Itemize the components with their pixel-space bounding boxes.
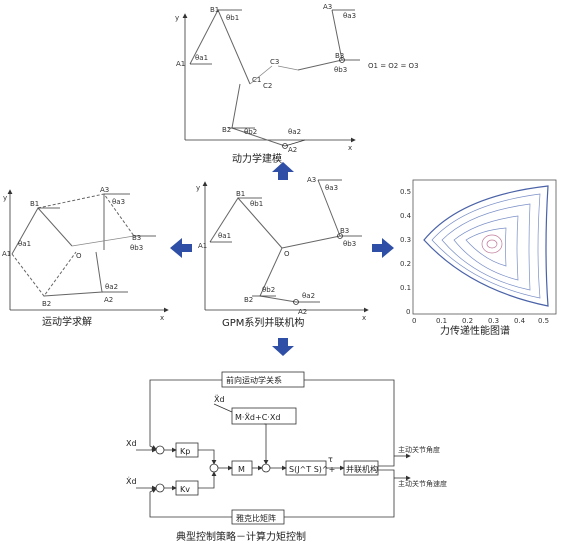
atlas-panel: 0.5 0.4 0.3 0.2 0.1 0 0 0.1 0.2 0.3 0.4 … <box>400 179 557 337</box>
arrow-left-icon <box>170 238 192 258</box>
angle-label-a1: θa1 <box>218 232 231 240</box>
x-tick-label: 0.4 <box>514 317 526 325</box>
arrow-up-icon <box>272 162 294 180</box>
center-label: O <box>76 252 82 260</box>
joint-label-b3: B3 <box>132 234 141 242</box>
joint-label-a3: A3 <box>100 186 109 194</box>
tau-label: τ <box>328 455 333 464</box>
joint-label-a3: A3 <box>323 3 332 11</box>
joint-label-b2: B2 <box>222 126 231 134</box>
sum-junction-icon <box>261 463 271 473</box>
joint-label-a2: A2 <box>298 308 307 316</box>
xd-ddot-label: Ẍd <box>214 394 225 404</box>
joint-label-b3: B3 <box>335 52 344 60</box>
sum-junction-icon <box>155 445 165 455</box>
angle-label-a2: θa2 <box>302 292 315 300</box>
top-panel: y x A1 A2 A3 B1 B2 B3 C1 C2 C3 θa1 θa2 θ… <box>175 3 419 165</box>
y-axis-label: y <box>196 184 200 192</box>
joint-label-c1: C1 <box>252 76 261 84</box>
y-tick-label: 0.1 <box>400 284 411 292</box>
output-velocity-label: 主动关节角速度 <box>398 479 447 488</box>
joint-label-a1: A1 <box>198 242 207 250</box>
contour-lines <box>423 185 549 307</box>
y-tick-label: 0.4 <box>400 212 412 220</box>
angle-label-a3: θa3 <box>325 184 338 192</box>
joint-label-c2: C2 <box>263 82 272 90</box>
caption-atlas: 力传递性能图谱 <box>440 324 510 337</box>
joint-label-a2: A2 <box>104 296 113 304</box>
m-label: M <box>238 465 245 474</box>
caption-mechanism: GPM系列并联机构 <box>222 316 304 329</box>
angle-label-b3: θb3 <box>130 244 143 252</box>
mechanism-panel: y x A1 A2 A3 B1 B2 B3 O θa1 θa2 θa3 θb1 … <box>196 176 369 329</box>
xd-dot-label: Ẋd <box>126 476 137 486</box>
control-labels: 前向运动学关系 M·Ẍd+C·Xd Kp Kv M S(J^T S)^+ 并联机… <box>126 375 447 543</box>
joint-label-b1: B1 <box>210 6 219 14</box>
angle-label-b2: θb2 <box>262 286 275 294</box>
center-label: O <box>284 250 290 258</box>
jacobian-matrix-label: 雅克比矩阵 <box>236 513 276 523</box>
forward-kinematics-label: 前向运动学关系 <box>226 375 282 385</box>
joint-label-a3: A3 <box>307 176 316 184</box>
kp-label: Kp <box>180 447 190 456</box>
x-axis-label: x <box>362 314 366 322</box>
x-axis-label: x <box>348 144 352 152</box>
output-angle-label: 主动关节角度 <box>398 445 440 454</box>
caption-dynamics: 动力学建模 <box>232 152 282 165</box>
joint-label-a2: A2 <box>288 146 297 154</box>
x-tick-label: 0.3 <box>488 317 499 325</box>
joint-label-a1: A1 <box>176 60 185 68</box>
coincidence-equation: O1 = O2 = O3 <box>368 62 419 70</box>
arrow-down-icon <box>272 338 294 356</box>
joint-label-b2: B2 <box>42 300 51 308</box>
dynamics-term-label: M·Ẍd+C·Xd <box>235 412 280 422</box>
joint-label-a1: A1 <box>2 250 11 258</box>
y-tick-label: 0.5 <box>400 188 411 196</box>
left-panel: y x A1 A2 A3 B1 B2 B3 O θa1 θa2 θa3 θb3 … <box>2 186 169 328</box>
angle-label-a2: θa2 <box>288 128 301 136</box>
x-tick-label: 0.2 <box>462 317 473 325</box>
forward-kinematics-block <box>221 371 305 388</box>
angle-label-a1: θa1 <box>18 240 31 248</box>
jacobian-label: S(J^T S)^+ <box>289 465 335 474</box>
y-tick-label: 0.3 <box>400 236 411 244</box>
y-axis-label: y <box>3 194 7 202</box>
angle-label-a1: θa1 <box>195 54 208 62</box>
kv-label: Kv <box>180 485 190 494</box>
control-diagram <box>136 371 411 525</box>
angle-label-b2: θb2 <box>244 128 257 136</box>
plant-label: 并联机构 <box>346 464 378 474</box>
x-axis-label: x <box>160 314 164 322</box>
y-tick-label: 0.2 <box>400 260 411 268</box>
angle-label-b3: θb3 <box>343 240 356 248</box>
joint-label-b1: B1 <box>30 200 39 208</box>
y-tick-label: 0 <box>406 308 410 316</box>
angle-label-b1: θb1 <box>226 14 239 22</box>
joint-label-b3: B3 <box>340 227 349 235</box>
joint-label-b2: B2 <box>244 296 253 304</box>
caption-kinematics: 运动学求解 <box>42 315 92 328</box>
arrow-right-icon <box>372 238 394 258</box>
x-tick-label: 0.5 <box>538 317 549 325</box>
angle-label-a3: θa3 <box>112 198 125 206</box>
y-axis-label: y <box>175 14 179 22</box>
angle-label-a3: θa3 <box>343 12 356 20</box>
joint-label-b1: B1 <box>236 190 245 198</box>
sum-junction-icon <box>155 483 165 493</box>
angle-label-b1: θb1 <box>250 200 263 208</box>
x-tick-label: 0.1 <box>436 317 447 325</box>
joint-label-c3: C3 <box>270 58 279 66</box>
xd-label: Xd <box>126 439 137 448</box>
sum-junction-icon <box>209 463 219 473</box>
x-tick-label: 0 <box>412 317 416 325</box>
angle-label-a2: θa2 <box>105 283 118 291</box>
angle-label-b3: θb3 <box>334 66 347 74</box>
caption-control: 典型控制策略－计算力矩控制 <box>176 530 306 543</box>
